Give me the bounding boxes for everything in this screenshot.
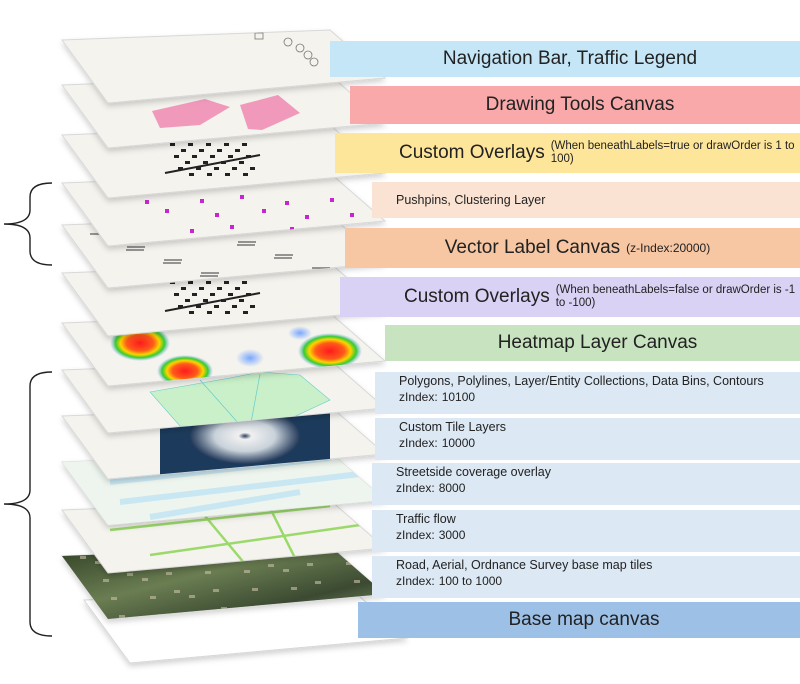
grouping-braces	[3, 182, 53, 637]
zindex-label: zIndex:	[396, 574, 435, 588]
label-bar-vector	[345, 228, 800, 268]
layer-title: Pushpins, Clustering Layer	[396, 193, 546, 207]
layer-title: Custom Overlays	[404, 286, 550, 307]
label-heatmap: Heatmap Layer Canvas	[385, 325, 800, 361]
sheet-nav	[61, 29, 387, 104]
zindex-value: 10000	[441, 436, 476, 450]
layer-zindex: zIndex:8000	[396, 480, 796, 497]
brace-labels-group	[3, 182, 53, 266]
layer-title: Drawing Tools Canvas	[485, 94, 675, 115]
label-bar-custom-top	[335, 133, 800, 173]
layer-title: Polygons, Polylines, Layer/Entity Collec…	[399, 374, 764, 388]
layer-title: Traffic flow	[396, 512, 456, 526]
label-bars	[330, 41, 800, 638]
pushpin-icon	[145, 195, 354, 233]
label-pushpins: Pushpins, Clustering Layer	[396, 182, 796, 218]
layer-sheets	[61, 29, 409, 664]
layer-note: (When beneathLabels=true or drawOrder is…	[550, 140, 795, 165]
label-bar-heatmap	[385, 325, 800, 361]
label-bar-nav	[330, 41, 800, 77]
brace-map-layers-group	[3, 371, 53, 637]
zindex-value: 3000	[438, 528, 466, 542]
traffic-flow-lines	[109, 504, 361, 571]
heat-blob	[288, 326, 312, 340]
traffic-legend-icon	[254, 32, 264, 40]
zindex-value: 10100	[441, 390, 476, 404]
drawn-polygon-left	[152, 99, 230, 128]
label-polygons: Polygons, Polylines, Layer/Entity Collec…	[399, 372, 796, 414]
overlay-floorplan-icon	[164, 281, 261, 314]
label-custom-bottom: Custom Overlays(When beneathLabels=false…	[340, 277, 800, 317]
label-nav: Navigation Bar, Traffic Legend	[330, 41, 800, 77]
label-vector: Vector Label Canvas (z-Index:20000)	[345, 228, 800, 268]
label-bar-basetiles	[372, 556, 800, 598]
label-bar-custom-bottom	[340, 277, 800, 317]
sheet-content-custom-top	[164, 143, 261, 176]
sheet-content-heatmap	[110, 325, 362, 386]
label-bar-streetside	[372, 463, 800, 505]
zindex-label: zIndex:	[399, 390, 438, 404]
overlay-floorplan-icon	[164, 143, 261, 176]
layer-zindex: zIndex:100 to 1000	[396, 573, 796, 590]
layer-zindex: zIndex:10100	[399, 389, 796, 406]
label-bar-basecanvas	[358, 602, 800, 638]
zindex-label: zIndex:	[399, 436, 438, 450]
label-drawing: Drawing Tools Canvas	[350, 86, 800, 124]
label-basecanvas: Base map canvas	[358, 602, 800, 638]
zindex-label: zIndex:	[396, 481, 435, 495]
label-bar-pushpins	[372, 182, 800, 218]
layer-title: Base map canvas	[508, 609, 660, 630]
layer-zindex: zIndex:10000	[399, 435, 796, 452]
layer-title: Custom Overlays	[399, 142, 545, 163]
layer-note: (When beneathLabels=false or drawOrder i…	[555, 284, 796, 309]
heat-blob	[236, 349, 264, 367]
zindex-label: zIndex:	[396, 528, 435, 542]
label-bar-drawing	[350, 86, 800, 124]
heat-blob	[298, 333, 362, 369]
sheet-content-traffic	[109, 504, 361, 571]
layer-title: Navigation Bar, Traffic Legend	[442, 48, 698, 69]
zindex-value: 8000	[438, 481, 466, 495]
navigation-controls-icon	[283, 37, 319, 67]
layer-zindex: zIndex:3000	[396, 527, 796, 544]
drawn-polygon-right	[240, 95, 300, 130]
zindex-value: 100 to 1000	[438, 574, 503, 588]
layer-title: Road, Aerial, Ordnance Survey base map t…	[396, 558, 653, 572]
layer-title: Vector Label Canvas	[444, 237, 621, 258]
label-custom-top: Custom Overlays(When beneathLabels=true …	[335, 133, 800, 173]
label-bar-tiles	[375, 418, 800, 460]
label-bar-polygons	[375, 372, 800, 414]
label-basetiles: Road, Aerial, Ordnance Survey base map t…	[396, 556, 796, 598]
sheet-content-custom-bottom	[164, 281, 261, 314]
sheet-content-pushpins	[145, 195, 354, 233]
layer-zindex: (z-Index:20000)	[626, 241, 711, 255]
label-bar-traffic	[372, 510, 800, 552]
layer-title: Streetside coverage overlay	[396, 465, 551, 479]
layer-title: Custom Tile Layers	[399, 420, 506, 434]
layer-title: Heatmap Layer Canvas	[497, 332, 698, 353]
